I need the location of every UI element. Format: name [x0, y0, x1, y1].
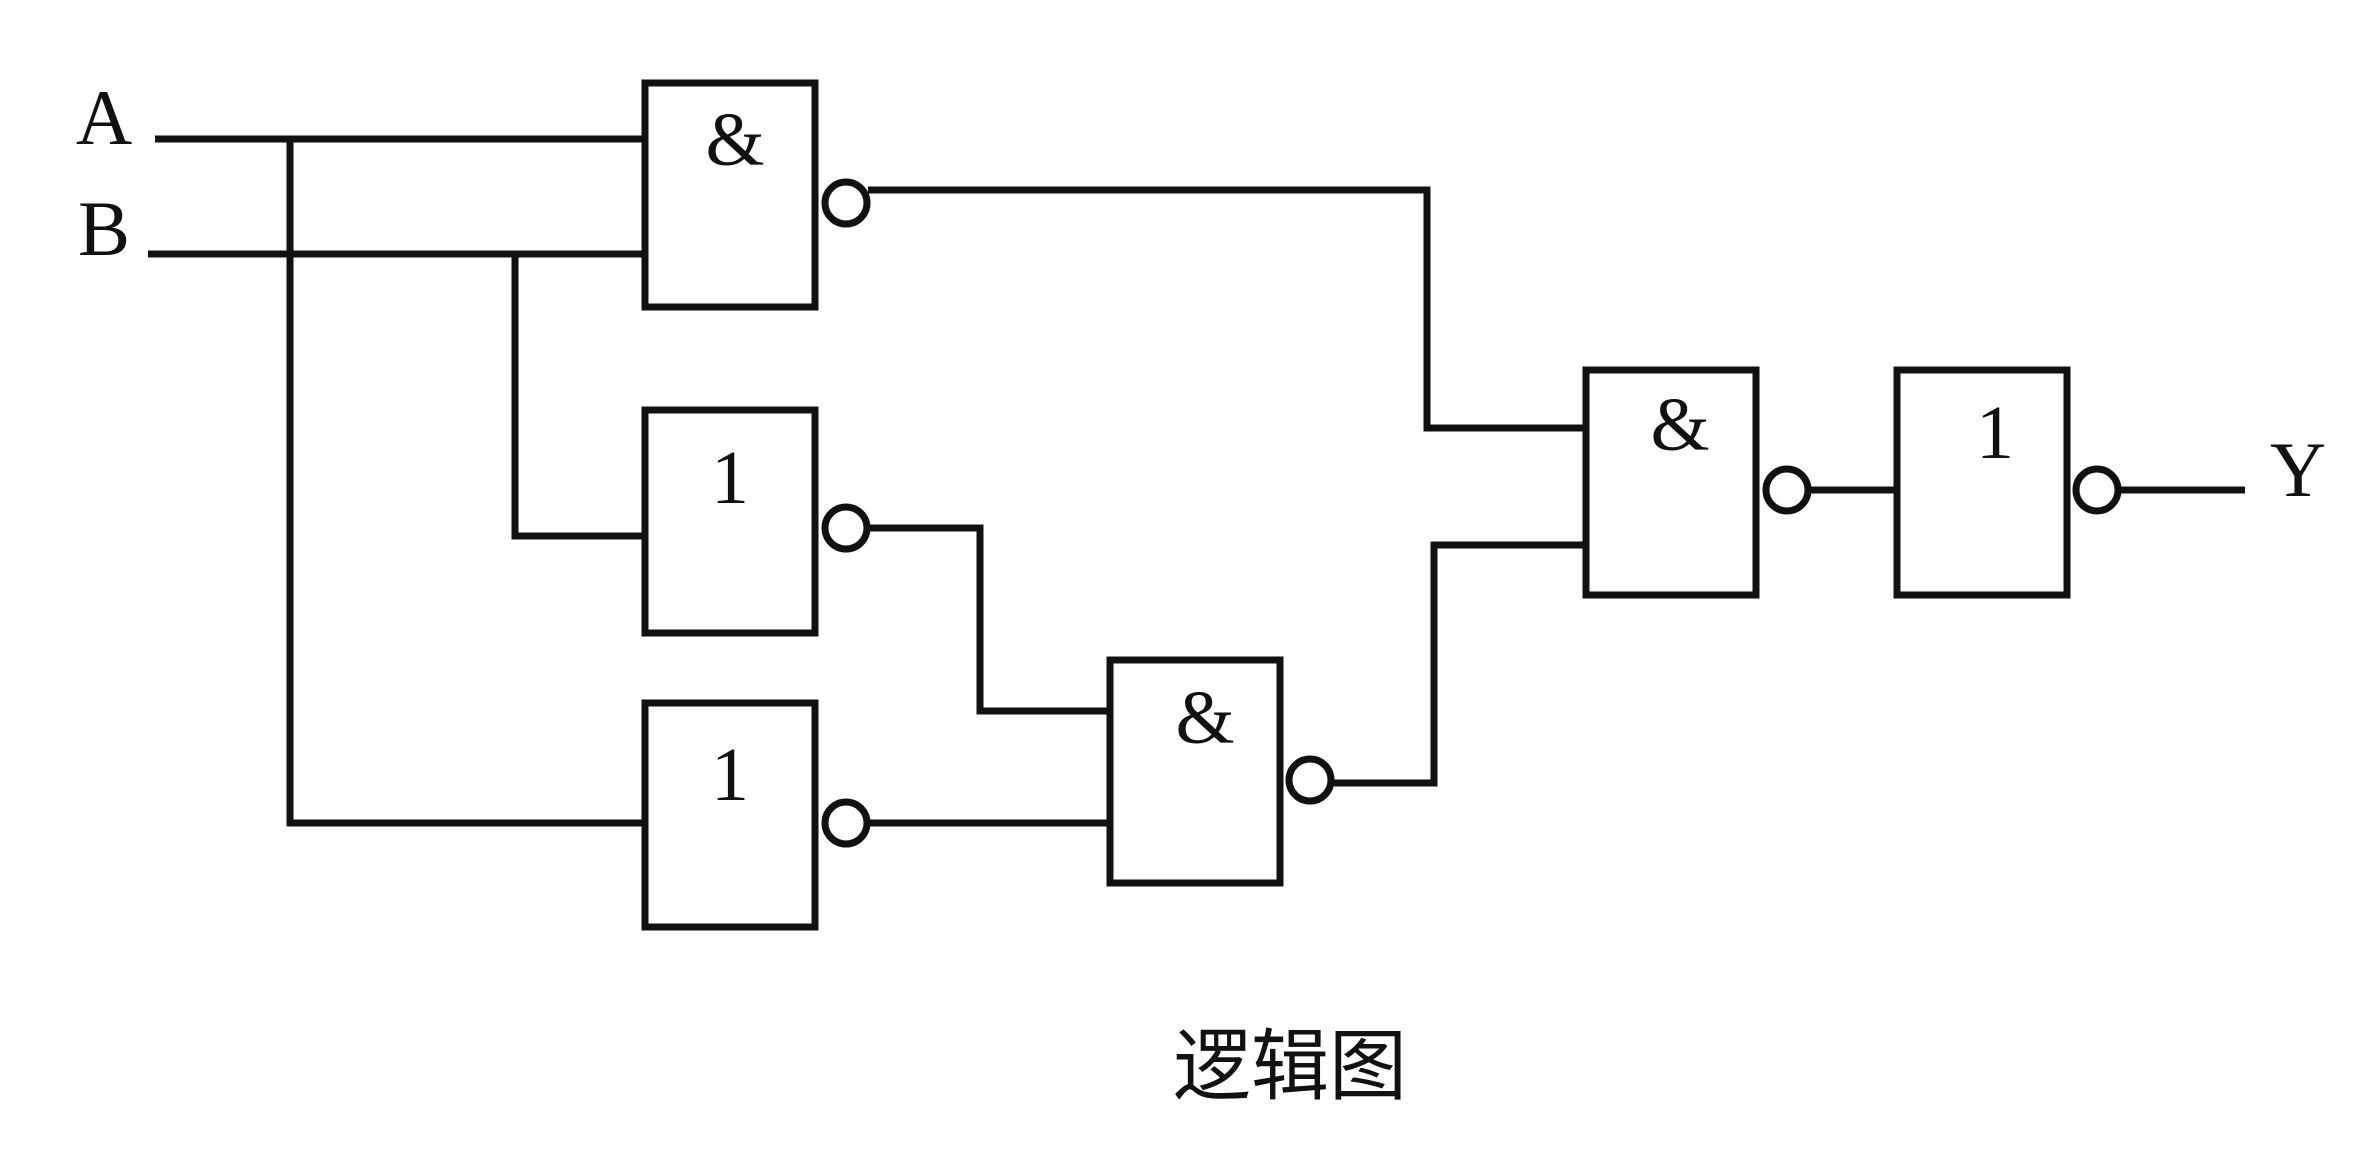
gate-not-6: 1	[1893, 366, 2122, 599]
gate-1-symbol: &	[705, 98, 764, 182]
wire-gate4-to-gate5	[1334, 541, 1586, 787]
gate-3-symbol: 1	[711, 733, 749, 817]
gate-5-symbol: &	[1650, 383, 1709, 467]
gate-4-symbol: &	[1175, 676, 1234, 760]
gate-6-symbol: 1	[1976, 391, 2014, 475]
input-label-a: A	[76, 74, 132, 161]
gate-4-inversion-bubble	[1285, 755, 1335, 805]
gate-not-2: 1	[641, 406, 871, 637]
gate-not-3: 1	[641, 699, 871, 931]
wire-b-to-gate2	[511, 254, 645, 540]
wire-gate1-to-gate5	[868, 186, 1586, 432]
gate-6-inversion-bubble	[2072, 465, 2122, 515]
gate-nand-4: &	[1106, 656, 1335, 887]
diagram-caption: 逻辑图	[1173, 1023, 1407, 1110]
gate-nand-1: &	[641, 79, 871, 311]
gate-3-inversion-bubble	[821, 798, 871, 848]
wire-a-to-gate3	[286, 139, 645, 827]
input-label-b: B	[78, 185, 130, 272]
gate-2-symbol: 1	[711, 436, 749, 520]
wire-gate2-to-gate4	[868, 524, 1110, 715]
output-label-y: Y	[2270, 426, 2326, 513]
gate-5-inversion-bubble	[1762, 465, 1812, 515]
gate-nand-5: &	[1582, 366, 1812, 599]
gate-2-inversion-bubble	[821, 503, 871, 553]
gate-1-inversion-bubble	[821, 178, 871, 228]
